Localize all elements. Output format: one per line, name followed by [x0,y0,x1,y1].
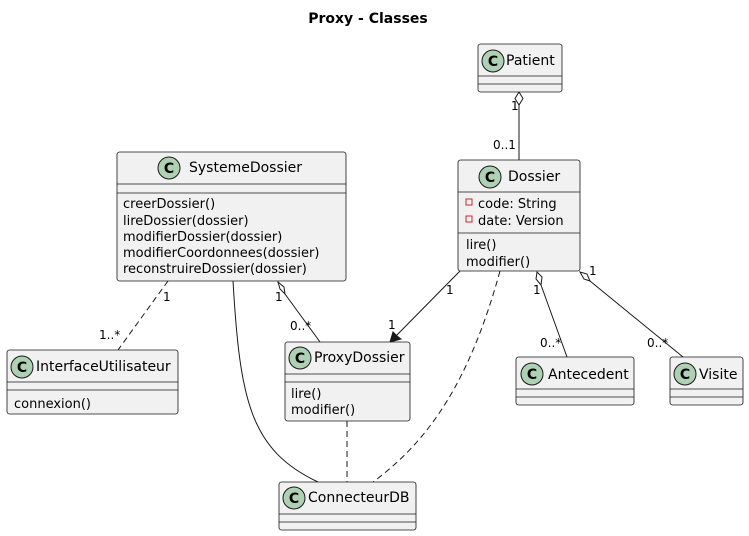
class-c-icon [481,49,505,73]
class-interface-method: connexion() [14,397,91,412]
mult-dossier-visite-dst: 0..* [647,336,668,350]
mult-dossier-antecedent-src: 1 [533,283,541,297]
mult-dossier-visite-src: 1 [589,264,597,278]
class-antecedent[interactable]: C Antecedent [515,356,635,406]
class-proxy-dossier[interactable]: C ProxyDossier lire() modifier() [284,341,411,422]
mult-systeme-interface-src: 1 [163,290,171,304]
class-dossier-attribute: date: Version [478,214,564,229]
private-attribute-icon [465,215,473,223]
class-interface-utilisateur[interactable]: C InterfaceUtilisateur connexion() [6,349,179,415]
class-visite-name: Visite [699,367,737,383]
dossier-antecedent-diamond [535,270,543,287]
mult-systeme-interface-dst: 1..* [99,328,120,342]
mult-patient-dossier-src: 1 [511,99,519,113]
class-c-icon [10,355,34,379]
class-c-icon [157,156,181,180]
dossier-visite-aggregation-line [589,280,684,358]
class-c-icon [520,362,544,386]
class-c-icon [282,486,306,510]
dossier-antecedent-aggregation-line [540,284,568,358]
class-proxy-name: ProxyDossier [314,350,405,366]
private-attribute-icon [465,198,473,206]
class-proxy-method: modifier() [291,403,355,418]
class-c-icon [673,362,697,386]
class-c-icon [478,165,502,189]
class-visite[interactable]: C Visite [669,356,744,406]
dossier-proxy-association-line [391,270,461,341]
class-systeme-name: SystemeDossier [189,160,302,176]
class-antecedent-name: Antecedent [548,367,629,383]
dossier-visite-diamond [578,271,591,282]
class-dossier-attribute: code: String [478,197,557,212]
class-dossier-method: lire() [466,238,496,253]
mult-dossier-proxy-dst: 1 [388,318,396,332]
class-connecteur-name: ConnecteurDB [308,490,410,506]
class-c-letter: C [680,367,690,383]
relationships [117,91,684,483]
mult-systeme-proxy-src: 1 [275,290,283,304]
mult-systeme-proxy-dst: 0..* [290,319,311,333]
class-c-letter: C [488,54,498,70]
systeme-proxy-diamond [277,280,286,296]
class-systeme-method: modifierDossier(dossier) [123,230,282,245]
class-dossier[interactable]: C Dossier code: String date: Version lir… [457,159,581,272]
class-patient[interactable]: C Patient [477,43,563,93]
class-dossier-method: modifier() [466,255,530,270]
class-c-letter: C [295,351,305,367]
mult-patient-dossier-dst: 0..1 [493,138,516,152]
systeme-connecteur-association-line [232,280,319,483]
class-c-letter: C [485,170,495,186]
class-c-letter: C [164,161,174,177]
class-systeme-dossier[interactable]: C SystemeDossier creerDossier() lireDoss… [116,151,347,282]
class-dossier-name: Dossier [508,169,560,185]
mult-dossier-proxy-src: 1 [446,283,454,297]
class-systeme-method: modifierCoordonnees(dossier) [123,246,319,261]
class-c-letter: C [289,491,299,507]
diagram-title: Proxy - Classes [308,11,428,27]
class-c-icon [288,346,312,370]
class-patient-name: Patient [506,53,555,69]
class-systeme-method: reconstruireDossier(dossier) [123,262,307,277]
dossier-connecteur-dependency-line [372,270,501,483]
multiplicity-labels: 1 0..1 1 1..* 1 0..* 1 1 1 0..* 1 0..* [99,99,668,350]
systeme-interface-dependency-line [117,280,169,351]
class-proxy-method: lire() [291,387,321,402]
class-systeme-method: creerDossier() [123,197,215,212]
systeme-proxy-aggregation-line [284,293,321,343]
class-connecteur-db[interactable]: C ConnecteurDB [278,481,417,531]
patient-dossier-diamond [514,91,524,106]
dossier-proxy-arrowhead [389,331,403,343]
class-interface-name: InterfaceUtilisateur [36,359,171,375]
mult-dossier-antecedent-dst: 0..* [540,336,561,350]
class-c-letter: C [17,360,27,376]
class-c-letter: C [527,367,537,383]
class-systeme-method: lireDossier(dossier) [123,214,249,229]
